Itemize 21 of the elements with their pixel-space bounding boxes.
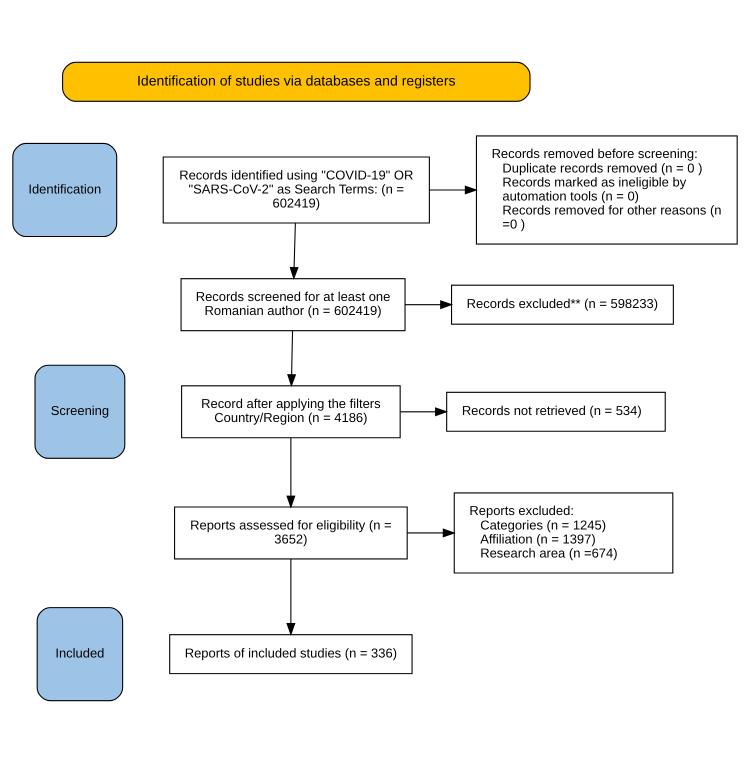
node-box: Records screened for at least one Romanian author (n = 602419) [180, 278, 406, 332]
arrow [286, 559, 296, 636]
node-box: Reports assessed for eligibility (n = 3652) [174, 506, 408, 560]
node-box: Records removed before screening: Duplicate records removed (n = 0 ) Records marked as ineligible by automation tools (n = 0) Records removed for other reasons (n =0 ) [476, 135, 738, 245]
node-box: Identification of studies via databases and registers [62, 62, 531, 102]
arrow [408, 528, 456, 538]
node-box: Identification [12, 142, 118, 238]
arrow [400, 407, 448, 416]
arrow [286, 438, 296, 509]
node-box: Records not retrieved (n = 534) [446, 392, 666, 432]
arrow [429, 185, 478, 195]
node-box: Records excluded** (n = 598233) [451, 284, 674, 325]
node-box: Screening [34, 364, 126, 459]
arrow [290, 223, 299, 280]
node-box: Records identified using "COVID-19" OR "SARS-CoV-2" as Search Terms: (n = 602419) [162, 156, 430, 224]
arrow [287, 331, 296, 388]
node-box: Record after applying the filters Country/Region (n = 4186) [181, 385, 401, 438]
node-box: Included [36, 607, 124, 702]
node-box: Reports excluded: Categories (n = 1245) Affiliation (n = 1397) Research area (n =674) [454, 492, 674, 574]
node-box: Reports of included studies (n = 336) [169, 634, 413, 674]
arrow [405, 300, 454, 310]
